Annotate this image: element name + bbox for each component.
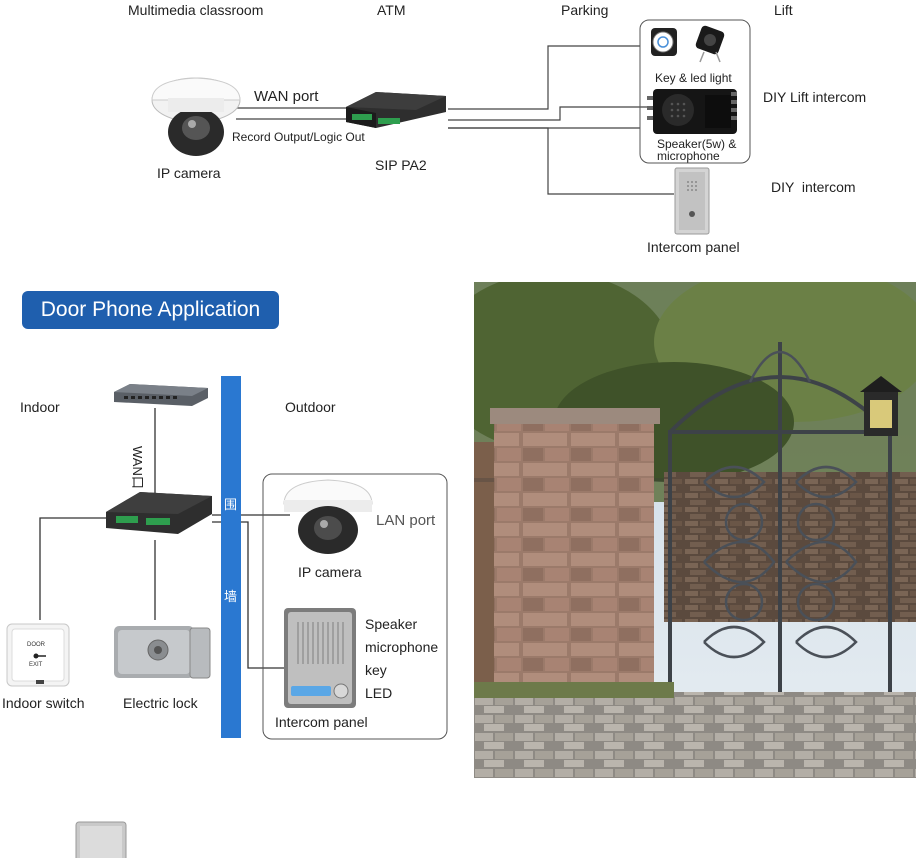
speaker-mic-label-2: microphone xyxy=(657,149,720,163)
header-parking: Parking xyxy=(561,2,609,18)
wan-port-label: WAN port xyxy=(254,88,319,105)
network-switch-icon xyxy=(114,384,208,406)
microphone-label: microphone xyxy=(365,639,439,655)
diy-intercom-label: DIY intercom xyxy=(771,179,856,195)
door-exit-text-2: EXIT xyxy=(29,662,43,668)
bottom-device-icon xyxy=(75,821,127,858)
speaker-label: Speaker xyxy=(365,616,418,632)
electric-lock-icon xyxy=(114,626,211,679)
outdoor-intercom-panel-label: Intercom panel xyxy=(275,714,368,730)
indoor-switch-icon xyxy=(6,623,70,687)
intercom-panel-label: Intercom panel xyxy=(647,239,740,255)
intercom-panel-icon xyxy=(674,167,710,235)
wan-vertical-label: WAN口 xyxy=(130,446,145,489)
ip-camera-label: IP camera xyxy=(157,165,221,181)
record-output-label: Record Output/Logic Out xyxy=(232,130,365,144)
garden-gate-photo xyxy=(474,282,916,778)
header-lift: Lift xyxy=(774,2,793,18)
led-label: LED xyxy=(365,685,393,701)
diy-lift-intercom-label: DIY Lift intercom xyxy=(763,89,867,105)
door-phone-title: Door Phone Application xyxy=(22,291,279,329)
sip-pa2-label: SIP PA2 xyxy=(375,157,427,173)
ip-camera-icon xyxy=(151,77,241,156)
lan-port-label: LAN port xyxy=(376,512,436,529)
electric-lock-label: Electric lock xyxy=(123,695,198,711)
door-exit-text-1: DOOR xyxy=(27,642,45,648)
key-led-label: Key & led light xyxy=(655,71,732,85)
indoor-switch-label: Indoor switch xyxy=(2,695,85,711)
key-label: key xyxy=(365,662,387,678)
key-led-icon xyxy=(651,25,725,63)
sip-pa2-device-icon xyxy=(346,92,446,128)
outdoor-ip-camera-icon xyxy=(283,479,373,554)
header-atm: ATM xyxy=(377,2,406,18)
outdoor-label: Outdoor xyxy=(285,399,336,415)
speaker-mic-label-1: Speaker(5w) & xyxy=(657,137,737,151)
wall-bar xyxy=(221,376,241,738)
header-multimedia-classroom: Multimedia classroom xyxy=(128,2,264,18)
wall-char-1: 围 xyxy=(224,497,238,512)
outdoor-ip-camera-label: IP camera xyxy=(298,564,362,580)
sip-device-icon xyxy=(106,492,212,534)
speaker-microphone-icon xyxy=(647,89,737,134)
indoor-label: Indoor xyxy=(20,399,60,415)
outdoor-intercom-panel-icon xyxy=(284,608,356,708)
wall-char-2: 墙 xyxy=(224,589,238,604)
